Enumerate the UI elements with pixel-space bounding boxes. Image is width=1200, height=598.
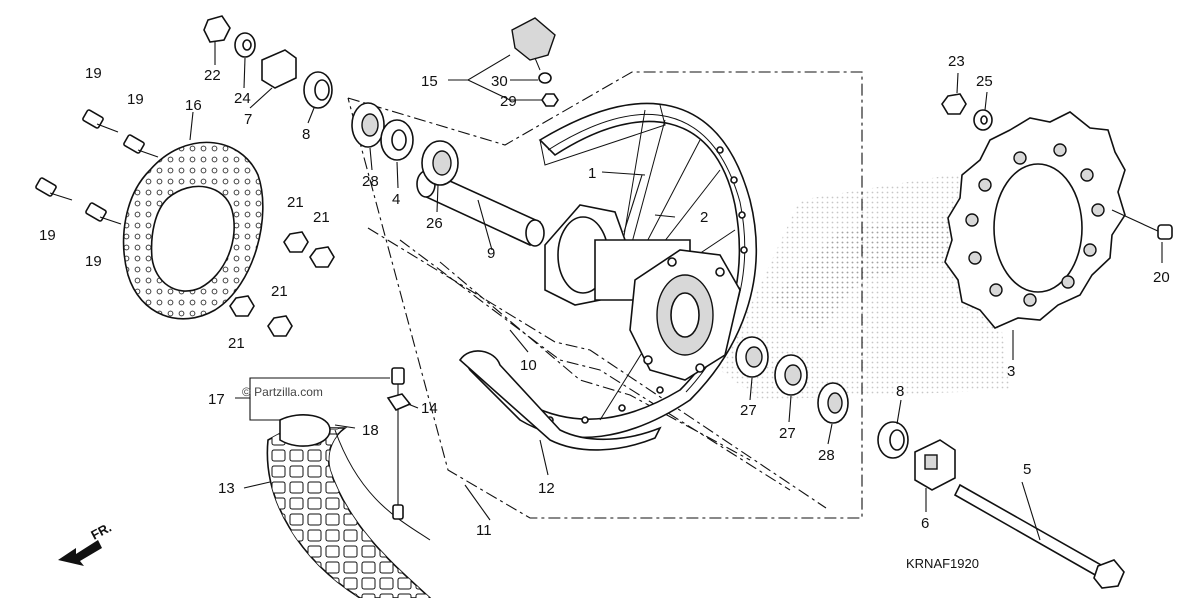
collar-8-right — [877, 421, 909, 459]
rim-lock — [511, 17, 556, 71]
bearing-28-left — [351, 102, 385, 148]
assembly-boundary — [347, 71, 863, 519]
bolt-20 — [1111, 209, 1173, 240]
callout-28-left: 28 — [362, 173, 379, 190]
callout-7: 7 — [244, 111, 252, 128]
rim-band — [458, 350, 662, 451]
valve-nut-14 — [386, 393, 412, 411]
nut-21-a — [283, 231, 309, 253]
callout-21-a: 21 — [287, 194, 304, 211]
bearing-28-right — [817, 382, 849, 424]
callout-18: 18 — [362, 422, 379, 439]
callout-26: 26 — [426, 215, 443, 232]
bolt-19-c — [35, 177, 73, 201]
callout-28-right: 28 — [818, 447, 835, 464]
nut-21-b — [309, 246, 335, 268]
callout-11: 11 — [476, 522, 492, 539]
nut-21-c — [229, 295, 255, 317]
driven-sprocket — [944, 111, 1126, 329]
callout-22: 22 — [204, 67, 221, 84]
wheel-hub — [544, 204, 741, 381]
callout-27-a: 27 — [740, 402, 757, 419]
rear-tire — [266, 427, 432, 598]
nut-21-d — [267, 315, 293, 337]
diagram-code: KRNAF1920 — [906, 556, 979, 571]
callout-12: 12 — [538, 480, 555, 497]
bolt-19-d — [85, 202, 122, 225]
callout-23: 23 — [948, 53, 965, 70]
callout-15: 15 — [421, 73, 438, 90]
callout-19-c: 19 — [39, 227, 56, 244]
callout-27-b: 27 — [779, 425, 796, 442]
callout-21-b: 21 — [313, 209, 330, 226]
watermark-text: © Partzilla.com — [242, 385, 323, 399]
callout-16: 16 — [185, 97, 202, 114]
callout-9: 9 — [487, 245, 495, 262]
callout-13: 13 — [218, 480, 235, 497]
bearing-27-a — [735, 336, 769, 378]
callout-labels: 1 2 3 4 5 6 7 8 8 9 10 11 12 13 14 15 16… — [39, 53, 1170, 539]
washer-30 — [538, 72, 552, 84]
brake-disc — [122, 141, 264, 320]
callout-4: 4 — [392, 191, 400, 208]
callout-20: 20 — [1153, 269, 1170, 286]
callout-24: 24 — [234, 90, 251, 107]
callout-14: 14 — [421, 400, 438, 417]
brand-watermark-logo — [720, 170, 1010, 400]
callout-19-b: 19 — [127, 91, 144, 108]
callout-25: 25 — [976, 73, 993, 90]
collar-8-left — [303, 71, 333, 109]
callout-2: 2 — [700, 209, 708, 226]
bearing-27-b — [774, 354, 808, 396]
washer-24 — [234, 32, 256, 58]
callout-21-d: 21 — [271, 283, 288, 300]
callout-6: 6 — [921, 515, 929, 532]
callout-5: 5 — [1023, 461, 1031, 478]
nut-29 — [541, 93, 559, 107]
callout-8-right: 8 — [896, 383, 904, 400]
callout-8-left: 8 — [302, 126, 310, 143]
nut-23 — [941, 93, 967, 115]
callout-21-c: 21 — [228, 335, 245, 352]
callout-30: 30 — [491, 73, 508, 90]
callout-10: 10 — [520, 357, 537, 374]
callout-19-a: 19 — [85, 65, 102, 82]
rear-axle — [953, 483, 1125, 589]
callout-19-d: 19 — [85, 253, 102, 270]
leader-lines — [189, 42, 1163, 541]
bearing-26 — [421, 140, 459, 186]
nut-22 — [203, 15, 231, 43]
valve-stem — [391, 367, 405, 520]
washer-25 — [973, 109, 993, 131]
inner-tube — [279, 414, 431, 541]
callout-3: 3 — [1007, 363, 1015, 380]
bolt-19-b — [123, 134, 159, 158]
dust-seal — [380, 119, 414, 161]
callout-29: 29 — [500, 93, 517, 110]
adjuster-block-7 — [261, 49, 297, 89]
callout-1: 1 — [588, 165, 596, 182]
callout-17: 17 — [208, 391, 225, 408]
front-direction-arrow — [58, 540, 102, 566]
adjuster-block-6 — [914, 439, 956, 491]
bolt-19-a — [82, 109, 119, 133]
direction-label: FR. — [88, 520, 114, 543]
